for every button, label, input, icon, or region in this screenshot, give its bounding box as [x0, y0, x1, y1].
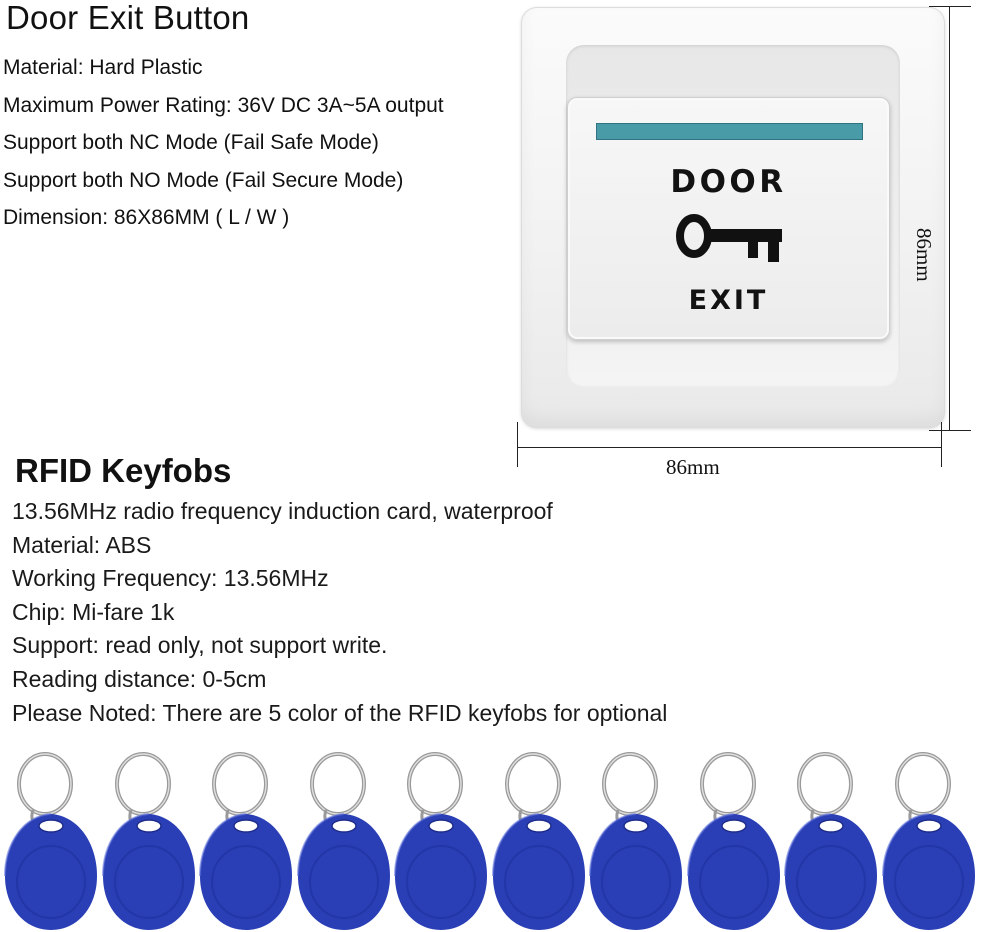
- door-spec-item: Support both NC Mode (Fail Safe Mode): [3, 131, 379, 154]
- exit-button-face: DOOR EXIT: [567, 97, 890, 340]
- dimension-width-label: 86mm: [666, 455, 720, 479]
- button-label-door: DOOR: [670, 164, 787, 200]
- keyfob-row: [0, 748, 982, 932]
- rfid-keyfob-icon: [198, 748, 294, 932]
- rfid-spec-item: Chip: Mi-fare 1k: [12, 598, 175, 625]
- rfid-keyfob-icon: [588, 748, 684, 932]
- rfid-keyfob-icon: [686, 748, 782, 932]
- button-label-exit: EXIT: [688, 285, 769, 316]
- rfid-spec-item: 13.56MHz radio frequency induction card,…: [12, 498, 553, 524]
- door-spec-item: Dimension: 86X86MM ( L / W ): [3, 206, 290, 229]
- rfid-keyfob-icon: [491, 748, 587, 932]
- rfid-spec-item: Support: read only, not support write.: [12, 632, 388, 659]
- rfid-keyfob-icon: [296, 748, 392, 932]
- dimension-width-tick-left: [517, 422, 518, 467]
- rfid-keyfob-icon: [783, 748, 879, 932]
- door-section-title: Door Exit Button: [6, 0, 250, 36]
- dimension-height-tick-top: [929, 6, 971, 7]
- rfid-spec-item: Reading distance: 0-5cm: [12, 665, 267, 692]
- dimension-width-line: [517, 447, 942, 448]
- rfid-spec-item: Working Frequency: 13.56MHz: [12, 565, 329, 592]
- door-spec-list: Material: Hard Plastic Maximum Power Rat…: [3, 49, 444, 237]
- door-spec-item: Material: Hard Plastic: [3, 56, 203, 79]
- rfid-section-title: RFID Keyfobs: [15, 452, 232, 489]
- led-indicator-strip: [596, 123, 863, 140]
- rfid-keyfob-icon: [101, 748, 197, 932]
- dimension-width-tick-right: [941, 422, 942, 467]
- dimension-height-line: [949, 6, 950, 431]
- rfid-keyfob-icon: [393, 748, 489, 932]
- rfid-spec-item: Material: ABS: [12, 531, 152, 558]
- rfid-keyfob-icon: [3, 748, 99, 932]
- dimension-height-label: 86mm: [912, 228, 936, 282]
- rfid-spec-list: 13.56MHz radio frequency induction card,…: [12, 495, 667, 730]
- rfid-spec-item: Please Noted: There are 5 color of the R…: [12, 699, 668, 726]
- rfid-keyfob-icon: [881, 748, 977, 932]
- door-spec-item: Maximum Power Rating: 36V DC 3A~5A outpu…: [3, 93, 444, 117]
- key-icon: [676, 214, 782, 262]
- door-spec-item: Support both NO Mode (Fail Secure Mode): [3, 168, 404, 192]
- dimension-height-tick-bottom: [929, 430, 971, 431]
